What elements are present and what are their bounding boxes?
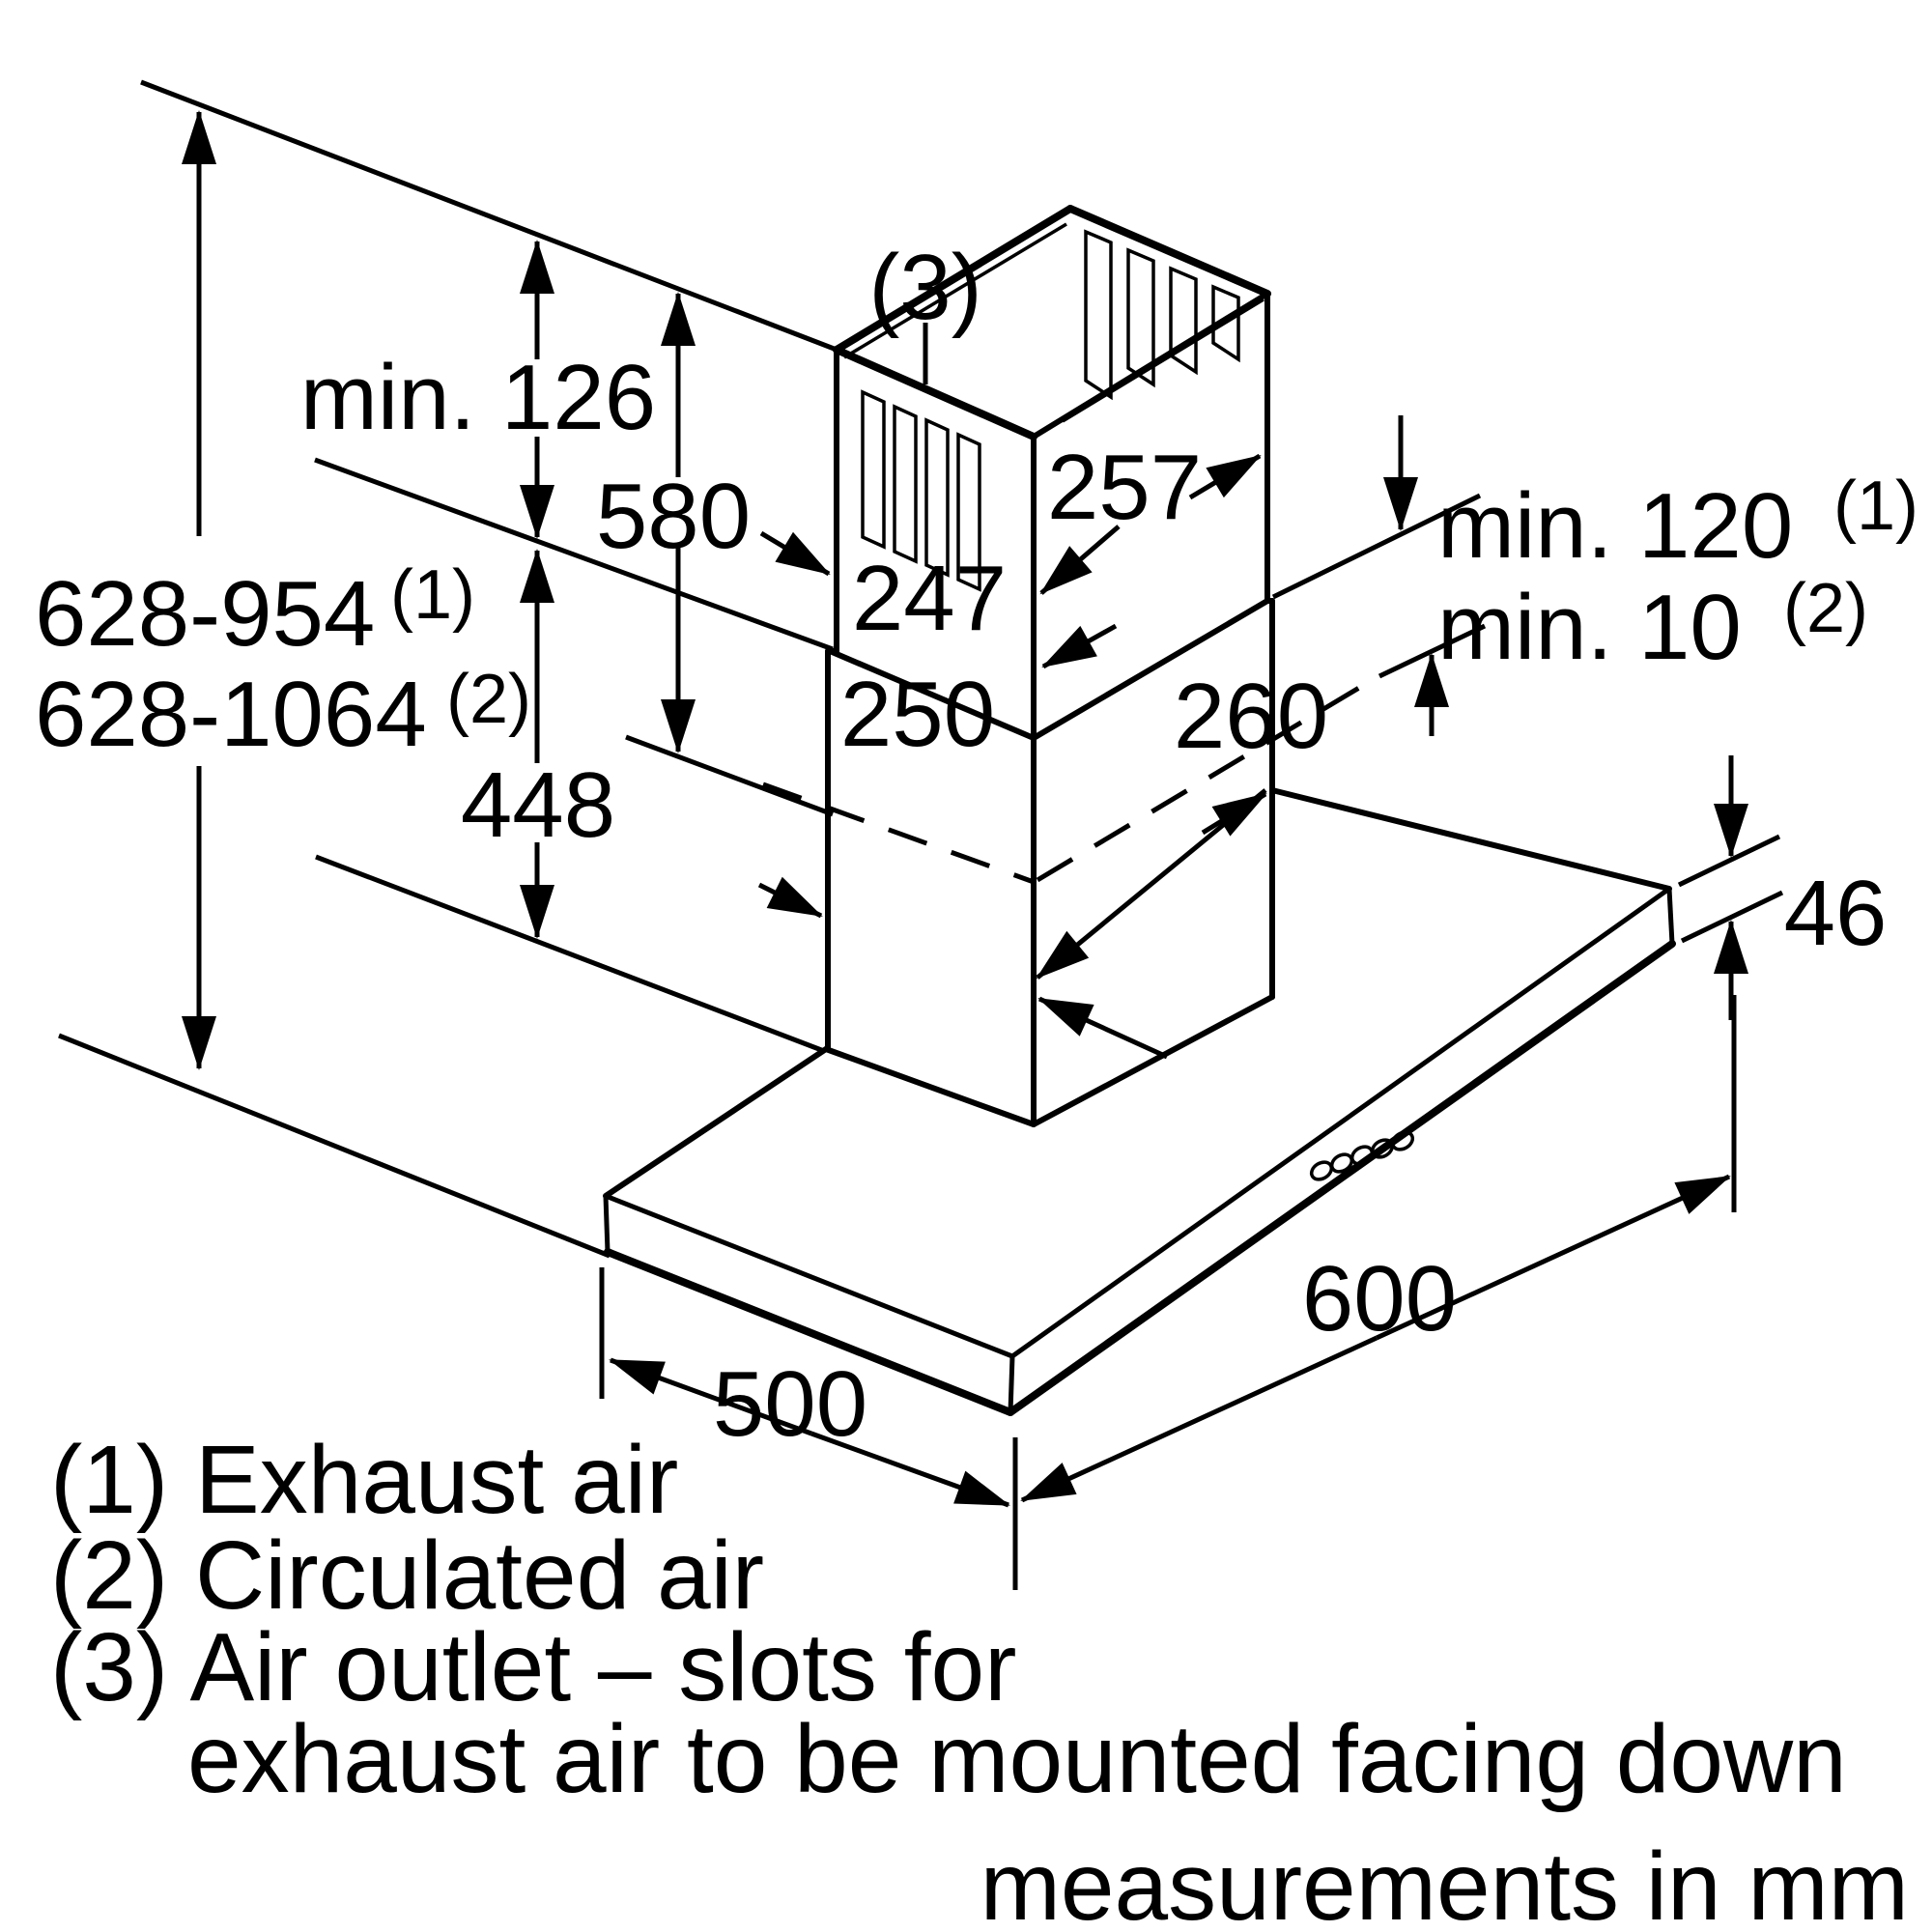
label-260: 260 [1174,665,1328,768]
upper-section-top-right-face-edge [1031,291,1270,440]
dim46-tick-top [1677,834,1781,888]
canopy-right-end-edge [1666,888,1675,945]
slot [1169,266,1198,376]
dim250-arrow-right [1037,996,1169,1060]
chimney [823,205,1275,1127]
telescopic-seam-dashed [762,676,1376,885]
canopy-left-end-edge [603,1195,611,1253]
legend-exhaust-air: (1) Exhaust air [50,1426,678,1534]
upper-section-top-left-face-edge [833,346,1037,440]
dim250-arrow-left [757,876,823,919]
canopy-top-front-left-edge [605,1193,1013,1359]
upper-section-top-back-right-edge [1066,205,1271,298]
dim600-arrow-right [1375,1174,1731,1341]
slot [893,404,918,564]
canopy-top-reference-line [315,854,825,1054]
canopy-back-edge [1269,787,1672,892]
label-min-120-ref: (1) [1833,468,1918,545]
chimney-min-reference-line [314,457,834,652]
level-580-reference-line [625,734,834,817]
label-min-126: min. 126 [300,346,656,449]
label-580: 580 [596,465,751,568]
control-button [1390,1130,1415,1151]
slot [861,389,886,550]
chimney-base-left-edge [823,1046,1037,1127]
dim257-arrow-left [1039,525,1121,595]
dim500-arrow-left [609,1357,812,1436]
min10-reference-line [1378,623,1487,679]
wall-reference-lines [58,79,1487,1259]
label-600: 600 [1302,1247,1457,1350]
control-buttons [1309,1130,1415,1181]
slot [1211,284,1240,363]
control-button [1309,1160,1334,1181]
legend-circulated-air: (2) Circulated air [50,1521,764,1630]
canopy-top-left-edge [603,1046,829,1199]
canopy-bottom-front-left-edge [604,1248,1014,1416]
label-628-1064: 628-1064 [35,663,427,766]
label-257: 257 [1047,436,1202,539]
legend-air-outlet-line2: exhaust air to be mounted facing down [187,1705,1847,1813]
label-min-120: min. 120 [1437,474,1793,578]
label-628-1064-ref: (2) [446,661,531,738]
dim257-arrow-right [1188,453,1262,500]
dim500-arrow-right [810,1431,1010,1508]
slot [1084,229,1113,401]
dimension-arrows [182,110,1784,1590]
dim46-tick-bottom [1680,890,1784,944]
dim260-arrow-left [1036,788,1267,980]
label-247: 247 [852,547,1007,650]
label-min-10-ref: (2) [1783,570,1868,647]
slot [956,432,981,592]
ceiling-reference-line [140,79,838,353]
label-628-954: 628-954 [35,562,375,666]
control-button [1350,1145,1375,1166]
canopy-bottom-reference-line [58,1033,611,1259]
dim600-arrow-left [1020,1335,1378,1503]
label-250: 250 [840,663,995,766]
label-500: 500 [713,1352,867,1456]
legend: (1) Exhaust air (2) Circulated air (3) A… [50,1426,1909,1932]
lower-section-rim-right [1031,598,1270,741]
label-3: (3) [868,236,981,339]
slot [924,417,950,578]
chimney-base-right-edge [1031,994,1275,1127]
air-outlet-slots-front [861,389,981,592]
upper-section-top-back-left-edge [833,205,1074,354]
lower-section-rim-left [827,648,1037,741]
label-448: 448 [461,753,615,857]
label-628-954-ref: (1) [390,556,475,634]
dimension-labels: min. 126 580 628-954 (1) 628-1064 (2) 44… [35,236,1918,1456]
canopy [603,787,1676,1416]
canopy-front-corner-edge [1008,1355,1015,1413]
canopy-bottom-front-right-edge [1007,940,1676,1416]
legend-air-outlet-line1: (3) Air outlet – slots for [50,1613,1016,1721]
dim247-arrow [1041,623,1118,669]
canopy-top-front-right-edge [1010,886,1671,1359]
dim580-leader [759,530,831,577]
slot [1126,247,1155,388]
footer-units-note: measurements in mm [980,1833,1909,1932]
dim260-arrow-right [1201,791,1267,837]
label-46: 46 [1784,862,1888,965]
air-outlet-slots-top [1084,229,1240,401]
label-min-10: min. 10 [1437,576,1742,679]
duct-inner-bottom-edge [1062,298,1264,423]
seam-dashed-left [762,781,1035,885]
min120-reference-line [1271,493,1482,600]
duct-wall-inner-edge [843,222,1067,359]
